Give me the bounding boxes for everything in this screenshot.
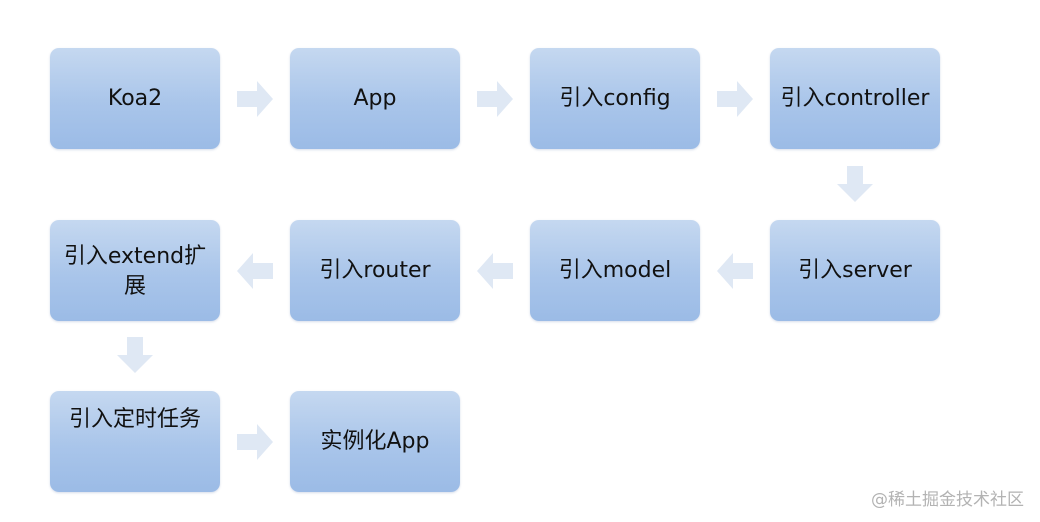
node-config: 引入config <box>530 48 700 149</box>
arrow-right-icon <box>237 81 273 117</box>
node-label: App <box>353 85 397 111</box>
node-label: 引入server <box>798 257 912 283</box>
node-extend: 引入extend扩展 <box>50 220 220 321</box>
arrow-right-icon <box>717 81 753 117</box>
arrow-left-icon <box>477 253 513 289</box>
node-label: 引入定时任务 <box>68 407 201 432</box>
arrow-right-icon <box>237 424 273 460</box>
node-app: App <box>290 48 460 149</box>
node-model: 引入model <box>530 220 700 321</box>
node-label: 引入extend扩展 <box>63 244 207 299</box>
node-server: 引入server <box>770 220 940 321</box>
arrow-right-icon <box>477 81 513 117</box>
node-router: 引入router <box>290 220 460 321</box>
node-label: 引入router <box>319 257 431 283</box>
arrow-down-icon <box>837 166 873 202</box>
arrow-left-icon <box>717 253 753 289</box>
watermark: @稀土掘金技术社区 <box>871 490 1024 510</box>
arrow-down-icon <box>117 337 153 373</box>
node-timer: 引入定时任务 <box>50 391 220 492</box>
node-label: 实例化App <box>320 428 430 454</box>
node-label: Koa2 <box>107 85 163 111</box>
node-label: 引入model <box>558 257 672 283</box>
arrow-left-icon <box>237 253 273 289</box>
node-instantiate: 实例化App <box>290 391 460 492</box>
node-koa2: Koa2 <box>50 48 220 149</box>
node-label: 引入controller <box>780 85 930 111</box>
node-controller: 引入controller <box>770 48 940 149</box>
node-label: 引入config <box>559 85 671 111</box>
